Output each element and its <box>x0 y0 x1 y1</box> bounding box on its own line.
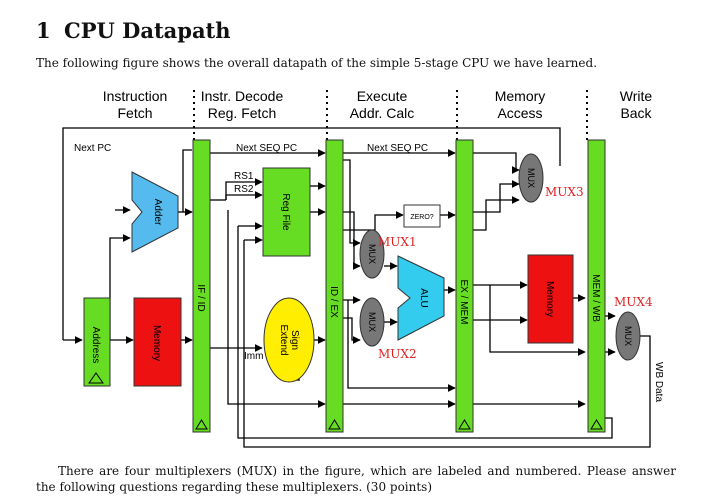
pipeline-register-if-id <box>192 139 211 433</box>
wire-wb-reg-loop <box>237 226 613 439</box>
pipeline-register-id-ex <box>325 139 344 433</box>
wire-rd-pass <box>227 210 326 408</box>
label-alu: ALU <box>418 288 429 307</box>
label-zero: ZERO? <box>410 214 433 221</box>
stage-title-mem-2: Access <box>497 105 542 121</box>
wire-rs2 <box>225 191 263 200</box>
closing-paragraph: There are four multiplexers (MUX) in the… <box>36 464 676 494</box>
wire-b-exmem <box>347 300 456 392</box>
signal-next-pc: Next PC <box>74 143 111 154</box>
zero-test <box>403 204 441 228</box>
stage-title-id-1: Instr. Decode <box>201 88 284 104</box>
section-number: 1 <box>36 18 51 43</box>
signal-wb-data: WB Data <box>653 362 664 402</box>
wire-alu-mux3 <box>473 196 520 231</box>
label-mux-4-block: MUX <box>623 326 633 346</box>
signal-rs2: RS2 <box>234 184 254 195</box>
mux-label-1: MUX1 <box>378 235 417 249</box>
mux-label-4: MUX4 <box>614 295 653 309</box>
instruction-memory <box>133 297 182 387</box>
mux-4 <box>615 311 641 361</box>
label-regfile: Reg File <box>280 193 291 231</box>
wire-pc-adder <box>109 234 131 296</box>
mux-3 <box>518 153 544 203</box>
label-mux-1-block: MUX <box>367 244 377 264</box>
signal-next-seq-pc-1: Next SEQ PC <box>236 143 297 154</box>
stage-title-id-2: Reg. Fetch <box>208 105 276 121</box>
wire-alu-memwb <box>489 285 586 356</box>
wire-zero-mux3 <box>473 180 520 213</box>
address-register <box>83 297 111 387</box>
alu <box>397 255 445 341</box>
label-id-ex: ID / EX <box>328 286 339 318</box>
mux-2 <box>359 297 385 347</box>
stage-title-if-1: Instruction <box>103 88 168 104</box>
pipeline-register-mem-wb <box>587 139 606 433</box>
label-mem-wb: MEM / WB <box>590 274 601 322</box>
intro-paragraph: The following figure shows the overall d… <box>36 56 598 70</box>
label-dmem: Memory <box>544 281 555 317</box>
stage-title-wb-1: Write <box>620 88 653 104</box>
signal-rs1: RS1 <box>234 171 254 182</box>
mux-1 <box>359 229 385 279</box>
label-mux-3-block: MUX <box>526 168 536 188</box>
stage-title-ex-2: Addr. Calc <box>350 105 415 121</box>
wire-a-zero <box>343 211 404 231</box>
pipeline-register-ex-mem <box>455 139 474 433</box>
stage-title-if-2: Fetch <box>117 105 152 121</box>
wire-wb-data <box>243 240 651 448</box>
wire-pc-mux1 <box>343 159 361 247</box>
register-file <box>262 167 311 257</box>
wire-next-seq-pc-3 <box>473 152 520 174</box>
adder <box>131 171 179 253</box>
stage-title-ex-1: Execute <box>357 88 408 104</box>
section-title: CPU Datapath <box>64 18 231 43</box>
label-if-id: IF / ID <box>195 284 206 311</box>
wire-imm-mux2 <box>343 317 361 344</box>
wire-rs1 <box>225 178 263 200</box>
stage-title-wb-2: Back <box>620 105 652 121</box>
label-address: Address <box>90 327 101 364</box>
signal-next-seq-pc-2: Next SEQ PC <box>367 143 428 154</box>
section-heading: 1 CPU Datapath <box>36 18 231 43</box>
sign-extend <box>263 297 315 383</box>
label-imem: Memory <box>151 325 162 361</box>
label-extend: Extend <box>278 324 289 355</box>
label-ex-mem: EX / MEM <box>458 279 469 324</box>
wire-adder-up <box>182 149 192 212</box>
label-adder: Adder <box>152 199 163 226</box>
wire-a-mux1 <box>343 211 361 270</box>
mux-label-3: MUX3 <box>545 185 584 199</box>
label-mux-2-block: MUX <box>367 312 377 332</box>
signal-imm: Imm <box>244 351 263 362</box>
mux-label-2: MUX2 <box>378 347 417 361</box>
wire-pc-feedback <box>62 127 561 340</box>
data-memory <box>527 254 574 344</box>
stage-title-mem-1: Memory <box>495 88 546 104</box>
label-sign: Sign <box>289 330 300 350</box>
